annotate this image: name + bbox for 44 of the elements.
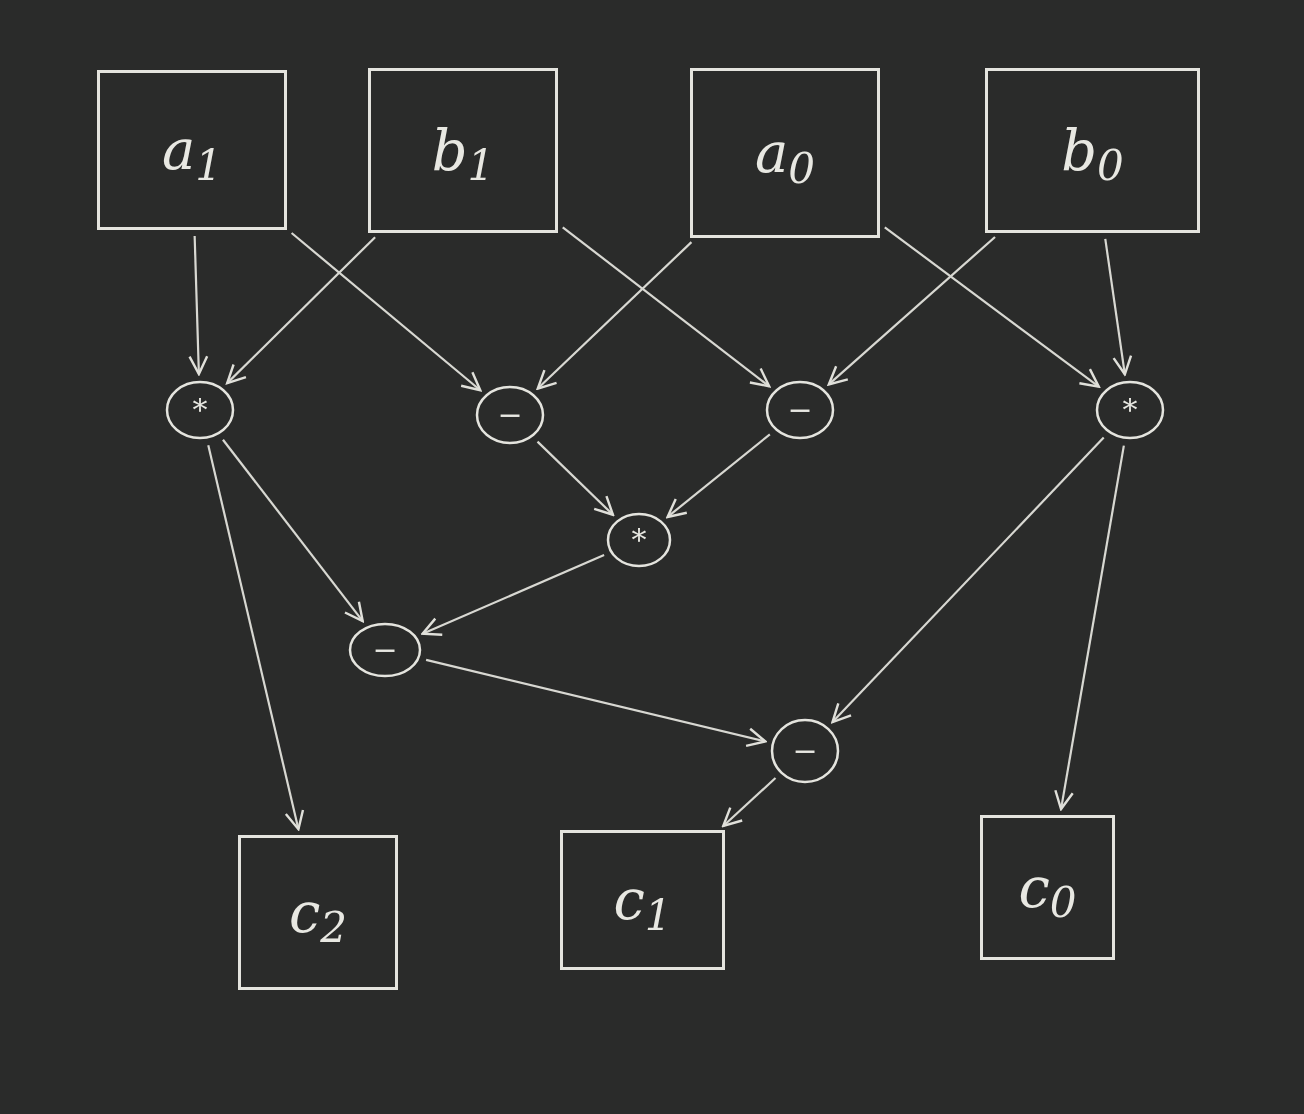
- arrow: [722, 777, 777, 828]
- arrow: [1054, 445, 1125, 811]
- operator-circle: [765, 380, 835, 440]
- variable-box: [690, 68, 880, 238]
- operator-symbol: −: [497, 400, 523, 430]
- arrow: [536, 440, 615, 516]
- arrow: [827, 236, 996, 386]
- arrow: [188, 235, 209, 376]
- arrow: [1104, 238, 1133, 376]
- operator-circle: [606, 512, 672, 568]
- operator-circle: [165, 380, 235, 440]
- arrow: [425, 658, 767, 748]
- variable-box: [985, 68, 1200, 233]
- arrow: [290, 232, 482, 392]
- operator-circle: [475, 385, 545, 445]
- arrow: [226, 236, 376, 385]
- operator-symbol: *: [1122, 395, 1138, 425]
- operator-symbol: −: [792, 736, 818, 766]
- variable-label: c$_{1}$: [613, 872, 672, 928]
- operator-circle: [1095, 380, 1165, 440]
- operator-symbol: *: [631, 525, 647, 555]
- variable-box: [980, 815, 1115, 960]
- variable-box: [238, 835, 398, 990]
- arrow: [421, 554, 605, 636]
- operator-symbol: *: [192, 395, 208, 425]
- variable-box: [97, 70, 287, 230]
- variable-box: [368, 68, 558, 233]
- arrow: [884, 226, 1100, 388]
- operator-circle: [348, 622, 422, 678]
- operator-symbol: −: [372, 635, 398, 665]
- arrow: [666, 433, 771, 519]
- variable-label: c$_{0}$: [1018, 859, 1077, 916]
- arrow: [536, 241, 693, 390]
- variable-label: c$_{2}$: [288, 884, 348, 941]
- variable-label: b$_{0}$: [1061, 122, 1124, 179]
- variable-box: [560, 830, 725, 970]
- arrow: [222, 439, 364, 623]
- variable-label: a$_{1}$: [161, 122, 223, 178]
- operator-circle: [770, 718, 840, 784]
- variable-label: b$_{1}$: [431, 122, 495, 179]
- arrow: [831, 436, 1105, 724]
- operator-symbol: −: [787, 395, 813, 425]
- arrow: [207, 445, 305, 831]
- arrow: [562, 226, 771, 388]
